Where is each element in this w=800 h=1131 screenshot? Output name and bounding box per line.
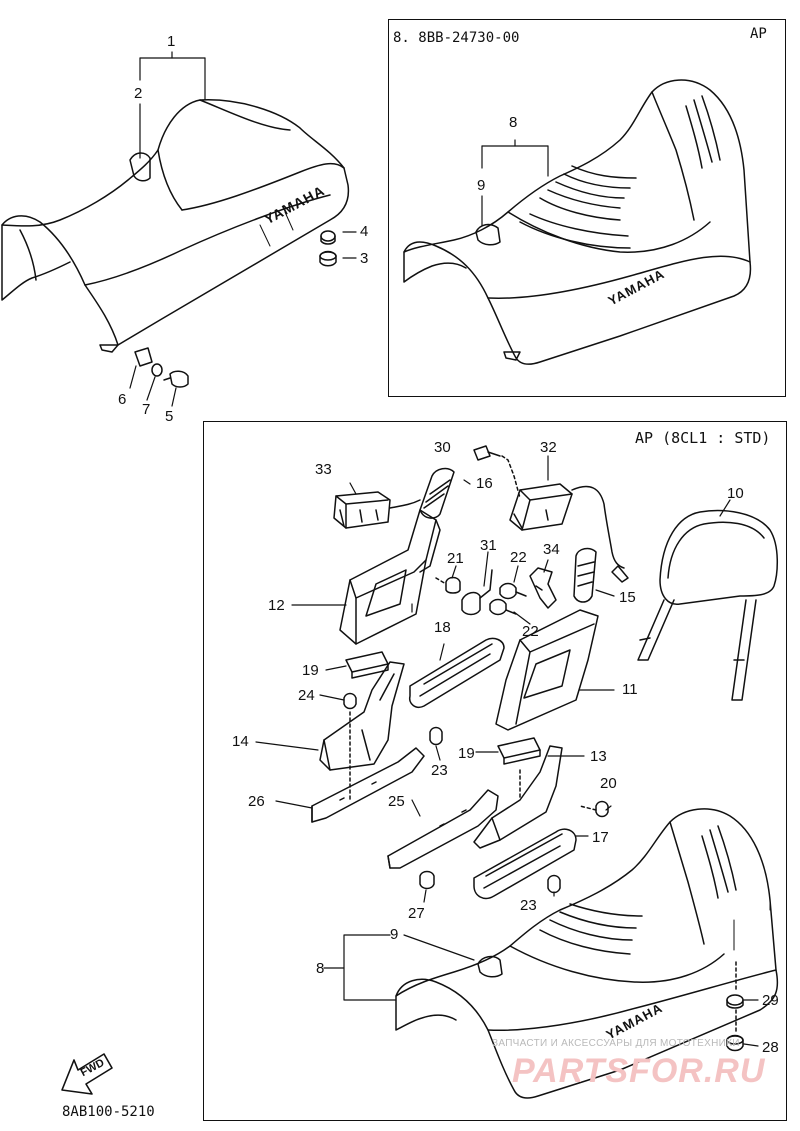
callout-28: 28 [762,1039,779,1056]
callout-6: 6 [118,391,127,408]
main-seat-drawing [1,99,350,353]
fwd-arrow-icon [61,1053,113,1095]
watermark-brand: PARTSFOR.RU [512,1052,766,1090]
callout-15: 15 [619,589,636,606]
callout-17: 17 [592,829,609,846]
callout-31: 31 [480,537,497,554]
fasteners-29-28 [726,994,744,1052]
spacer-19b [497,737,541,765]
bolt-27 [419,870,435,890]
callout-29: 29 [762,992,779,1009]
leader-lines-top-left [129,51,357,407]
leader-lines-alt-seat [481,139,549,227]
callout-14: 14 [232,733,249,750]
callout-8: 8 [316,960,325,977]
backrest-section-header: AP (8CL1 : STD) [635,429,771,447]
callout-12: 12 [268,597,285,614]
callout-2: 2 [134,85,143,102]
plate-26 [311,747,425,823]
callout-22-upper: 22 [510,549,527,566]
bracket-34 [529,567,557,609]
plate-25 [387,789,499,869]
alt-seat-ap-tag: AP [750,26,767,42]
bolt-24 [343,692,357,801]
seat-fasteners-drawing [134,230,337,388]
grip-15 [573,547,597,603]
callout-4: 4 [360,223,369,240]
alt-seat-part-number: 8. 8BB-24730-00 [393,30,520,46]
light-assembly-33 [333,491,421,529]
fasteners-21-31-22 [435,569,527,616]
callout-33: 33 [315,461,332,478]
callout-34: 34 [543,541,560,558]
seat-with-backrest-mount-drawing [395,808,779,1099]
callout-10: 10 [727,485,744,502]
callout-23-upper: 23 [431,762,448,779]
bolt-23b [547,874,561,894]
rail-17 [473,828,577,900]
watermark-tagline: ЗАПЧАСТИ И АКСЕССУАРЫ ДЛЯ МОТОТЕХНИКИ [492,1038,740,1049]
backrest-inset-frame [203,421,787,1121]
callout-16: 16 [476,475,493,492]
catalog-code: 8AB100-5210 [62,1104,155,1120]
callout-24: 24 [298,687,315,704]
callout-5: 5 [165,408,174,425]
light-assembly-32 [509,483,629,583]
bolt-23a [429,726,443,746]
grip-16 [419,467,455,519]
callout-9: 9 [390,926,399,943]
callout-23-lower: 23 [520,897,537,914]
callout-21: 21 [447,550,464,567]
bracket-11 [495,609,599,731]
callout-27: 27 [408,905,425,922]
callout-3: 3 [360,250,369,267]
callout-32: 32 [540,439,557,456]
callout-7: 7 [142,401,151,418]
bracket-12 [339,509,441,645]
callout-11: 11 [622,681,638,698]
callout-8-alt: 8 [509,114,518,131]
alt-seat-inset-frame [388,19,786,397]
callout-26: 26 [248,793,265,810]
callout-19-left: 19 [302,662,319,679]
backrest-10 [637,509,778,701]
callout-30: 30 [434,439,451,456]
callout-19-right: 19 [458,745,475,762]
leader-lines-backrest [255,455,759,1047]
callout-1: 1 [167,33,176,50]
callout-13: 13 [590,748,607,765]
callout-25: 25 [388,793,405,810]
callout-9-alt: 9 [477,177,486,194]
rail-18 [408,637,505,708]
screw-20 [579,800,609,818]
stay-13 [473,745,563,849]
screw-30 [473,445,521,499]
callout-22-lower: 22 [522,623,539,640]
callout-18: 18 [434,619,451,636]
callout-20: 20 [600,775,617,792]
stay-14 [319,661,405,771]
alt-seat-drawing [403,79,752,365]
